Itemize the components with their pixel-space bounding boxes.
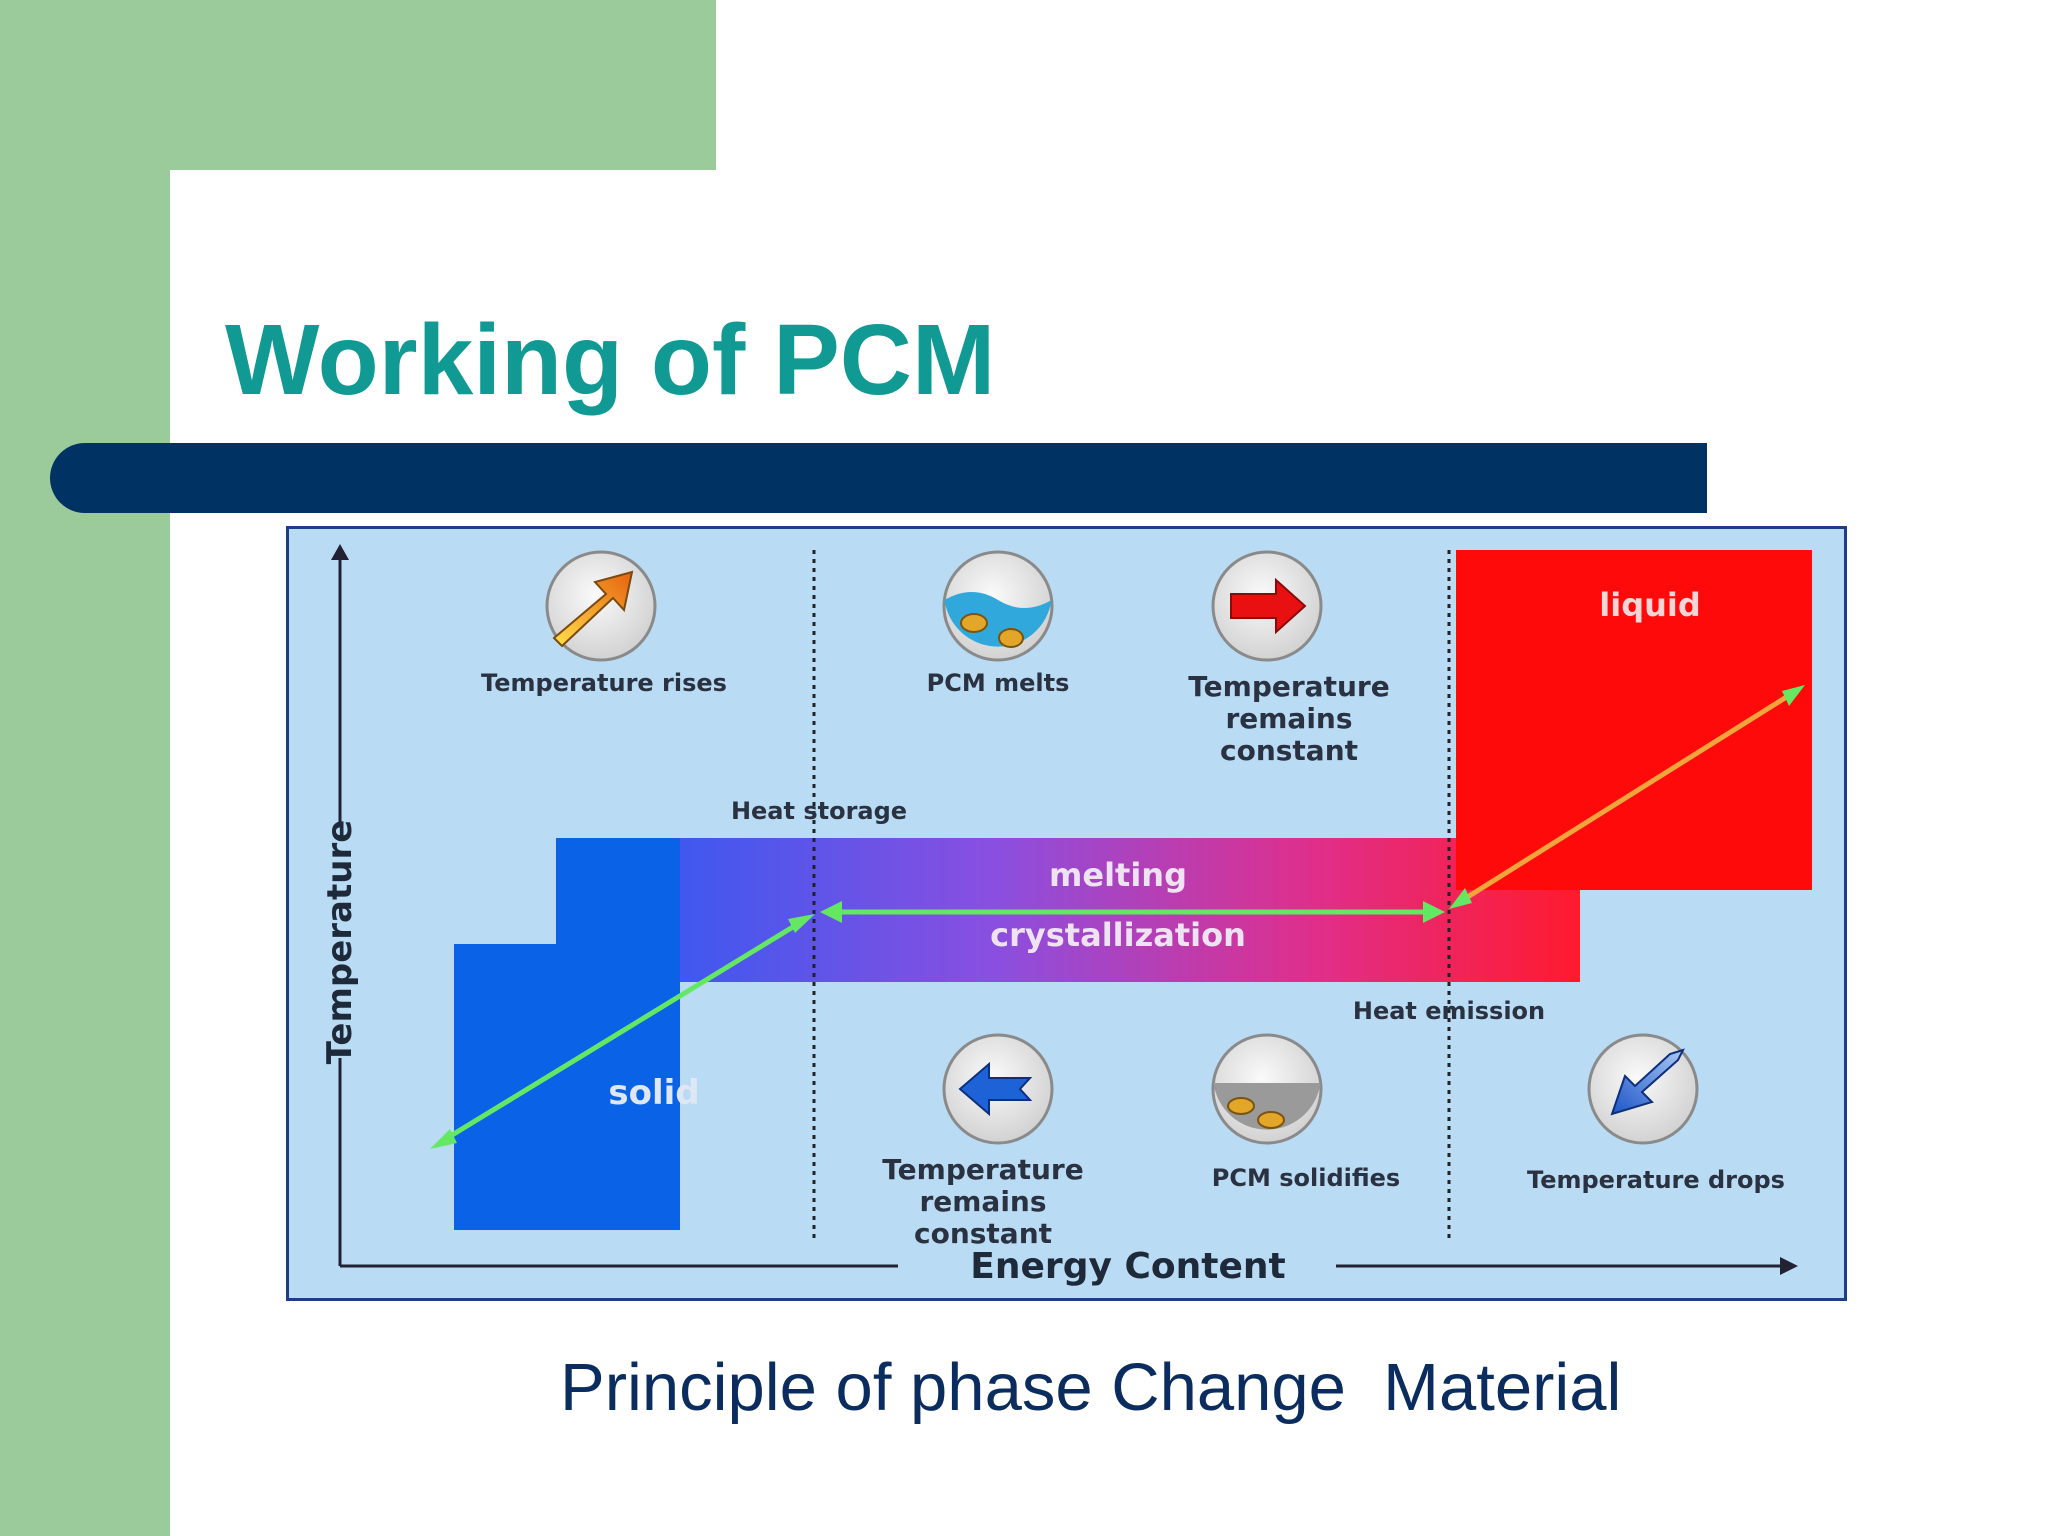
temperature-constant-top-line-3: constant <box>1220 734 1358 767</box>
temperature-constant-bottom-line-2: remains <box>919 1185 1046 1218</box>
crystallization-label: crystallization <box>990 916 1246 954</box>
x-axis-arrowhead <box>1780 1257 1798 1275</box>
temperature-constant-top-line-2: remains <box>1225 702 1352 735</box>
temperature-drops-label: Temperature drops <box>1527 1166 1785 1194</box>
solidified-pcm-icon <box>1211 1033 1323 1145</box>
liquid-label: liquid <box>1599 586 1701 624</box>
pcm-solidifies-label: PCM solidifies <box>1212 1164 1400 1192</box>
solid-block-lower <box>454 944 556 1230</box>
phase-change-arrow <box>820 901 1445 923</box>
pcm-melts-label: PCM melts <box>927 669 1070 697</box>
page-title: Working of PCM <box>225 304 996 416</box>
temperature-constant-bottom-label: Temperature remains constant <box>882 1153 1083 1250</box>
arrow-right-icon <box>1211 550 1323 662</box>
arrow-up-right-icon <box>545 550 657 662</box>
arrow-left-icon <box>942 1033 1054 1145</box>
heat-emission-label: Heat emission <box>1353 997 1545 1025</box>
y-axis-label-bg <box>322 826 358 1058</box>
x-axis-label: Energy Content <box>970 1246 1285 1287</box>
melting-label: melting <box>1049 856 1187 894</box>
liquid-heating-arrow <box>1449 685 1805 909</box>
heat-storage-label: Heat storage <box>731 797 907 825</box>
side-band <box>0 0 170 1536</box>
x-axis-label-bg <box>898 1244 1336 1288</box>
pcm-phase-diagram: Temperature Energy Content Heat storage … <box>286 526 1847 1301</box>
diagram-caption: Principle of phase Change Material <box>560 1350 1622 1425</box>
temperature-constant-bottom-line-3: constant <box>914 1217 1052 1250</box>
y-axis-label: Temperature <box>320 820 360 1065</box>
top-band <box>170 0 716 170</box>
y-axis-arrowhead <box>331 544 349 560</box>
arrow-down-left-icon <box>1587 1033 1699 1145</box>
temperature-constant-top-label: Temperature remains constant <box>1188 670 1389 767</box>
temperature-rises-label: Temperature rises <box>481 669 727 697</box>
temperature-constant-bottom-line-1: Temperature <box>882 1153 1083 1186</box>
title-bar <box>50 443 1707 513</box>
solid-heating-arrow <box>430 914 815 1149</box>
solid-label: solid <box>608 1073 699 1113</box>
melting-liquid-icon <box>942 550 1054 662</box>
temperature-constant-top-line-1: Temperature <box>1188 670 1389 703</box>
